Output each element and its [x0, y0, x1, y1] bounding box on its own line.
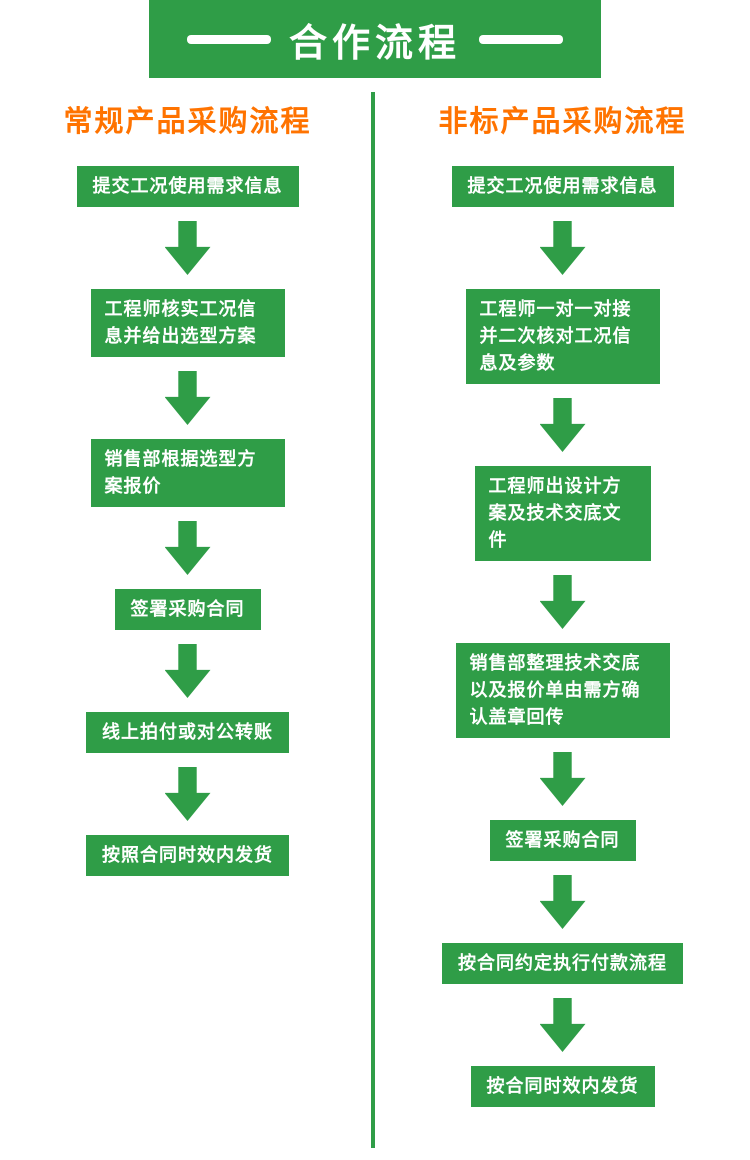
down-arrow-icon: [164, 221, 211, 275]
flow-step: 工程师核实工况信息并给出选型方案: [90, 289, 285, 357]
flow-step: 销售部根据选型方案报价: [90, 439, 285, 507]
column-nonstandard-process: 非标产品采购流程 提交工况使用需求信息 工程师一对一对接并二次核对工况信息及参数…: [375, 78, 750, 1107]
down-arrow-icon: [539, 875, 586, 929]
page-title: 合作流程: [288, 22, 461, 65]
flow-step: 签署采购合同: [114, 589, 261, 630]
flow-nonstandard: 提交工况使用需求信息 工程师一对一对接并二次核对工况信息及参数 工程师出设计方案…: [442, 166, 683, 1107]
title-dash-right: [479, 34, 563, 44]
title-dash-left: [186, 34, 271, 44]
column-title-regular: 常规产品采购流程: [63, 106, 312, 138]
down-arrow-icon: [164, 767, 211, 821]
down-arrow-icon: [539, 221, 586, 275]
flow-step: 按合同时效内发货: [470, 1066, 655, 1107]
flow-step: 工程师出设计方案及技术交底文件: [474, 466, 651, 561]
down-arrow-icon: [164, 644, 211, 698]
flow-step: 按照合同时效内发货: [86, 835, 289, 876]
down-arrow-icon: [164, 521, 211, 575]
flow-step: 工程师一对一对接并二次核对工况信息及参数: [465, 289, 660, 384]
column-divider: [371, 92, 375, 1148]
flow-step: 销售部整理技术交底以及报价单由需方确认盖章回传: [455, 643, 670, 738]
down-arrow-icon: [164, 371, 211, 425]
columns: 常规产品采购流程 提交工况使用需求信息 工程师核实工况信息并给出选型方案 销售部…: [0, 78, 750, 1107]
flow-step: 提交工况使用需求信息: [76, 166, 299, 207]
down-arrow-icon: [539, 398, 586, 452]
column-regular-process: 常规产品采购流程 提交工况使用需求信息 工程师核实工况信息并给出选型方案 销售部…: [0, 78, 375, 1107]
banner: 合作流程: [149, 0, 601, 78]
flow-step: 提交工况使用需求信息: [451, 166, 674, 207]
flow-step: 签署采购合同: [489, 820, 636, 861]
flow-step: 线上拍付或对公转账: [86, 712, 289, 753]
down-arrow-icon: [539, 575, 586, 629]
flow-step: 按合同约定执行付款流程: [442, 943, 683, 984]
down-arrow-icon: [539, 998, 586, 1052]
column-title-nonstandard: 非标产品采购流程: [438, 106, 687, 138]
flow-regular: 提交工况使用需求信息 工程师核实工况信息并给出选型方案 销售部根据选型方案报价 …: [76, 166, 299, 876]
down-arrow-icon: [539, 752, 586, 806]
